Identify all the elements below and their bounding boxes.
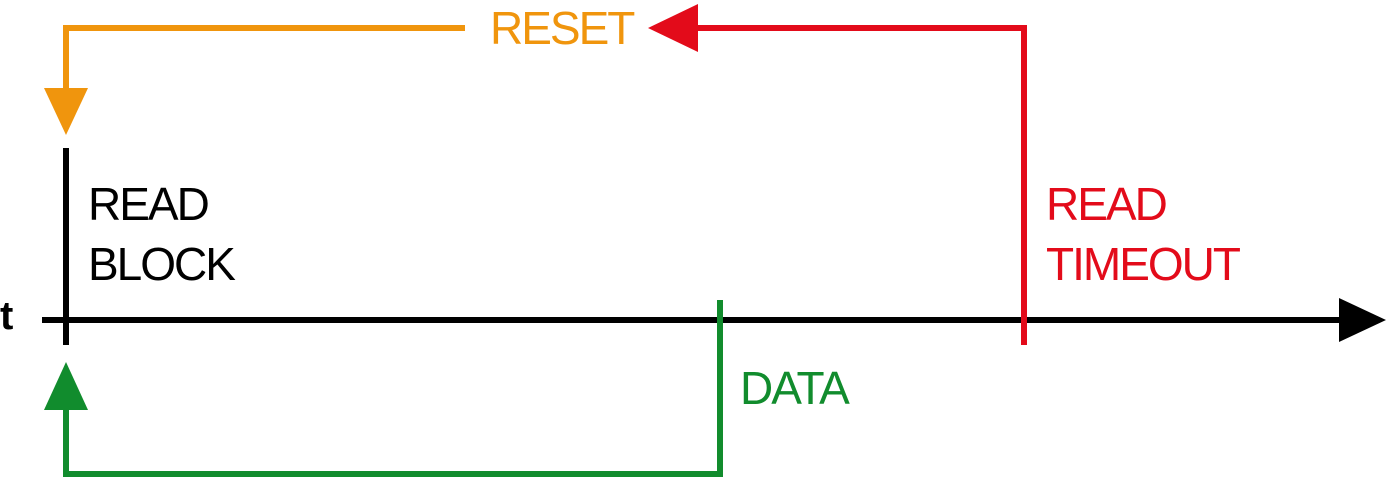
read-timeout-label-line2: TIMEOUT bbox=[1046, 238, 1241, 290]
read-block-label-line1: READ bbox=[88, 178, 210, 230]
reset-label: RESET bbox=[490, 2, 635, 54]
read-timeout-label-line1: READ bbox=[1046, 178, 1168, 230]
arrow-right-icon bbox=[1339, 298, 1386, 342]
arrow-down-icon bbox=[44, 88, 88, 135]
reset-path bbox=[63, 25, 465, 92]
read-timeout-path bbox=[692, 25, 1027, 345]
time-axis-label: t bbox=[0, 294, 13, 338]
read-block-label-line2: BLOCK bbox=[88, 238, 236, 290]
data-label: DATA bbox=[740, 362, 850, 414]
arrow-left-icon bbox=[648, 4, 698, 52]
data-path bbox=[63, 300, 723, 477]
arrow-up-icon bbox=[44, 362, 88, 410]
